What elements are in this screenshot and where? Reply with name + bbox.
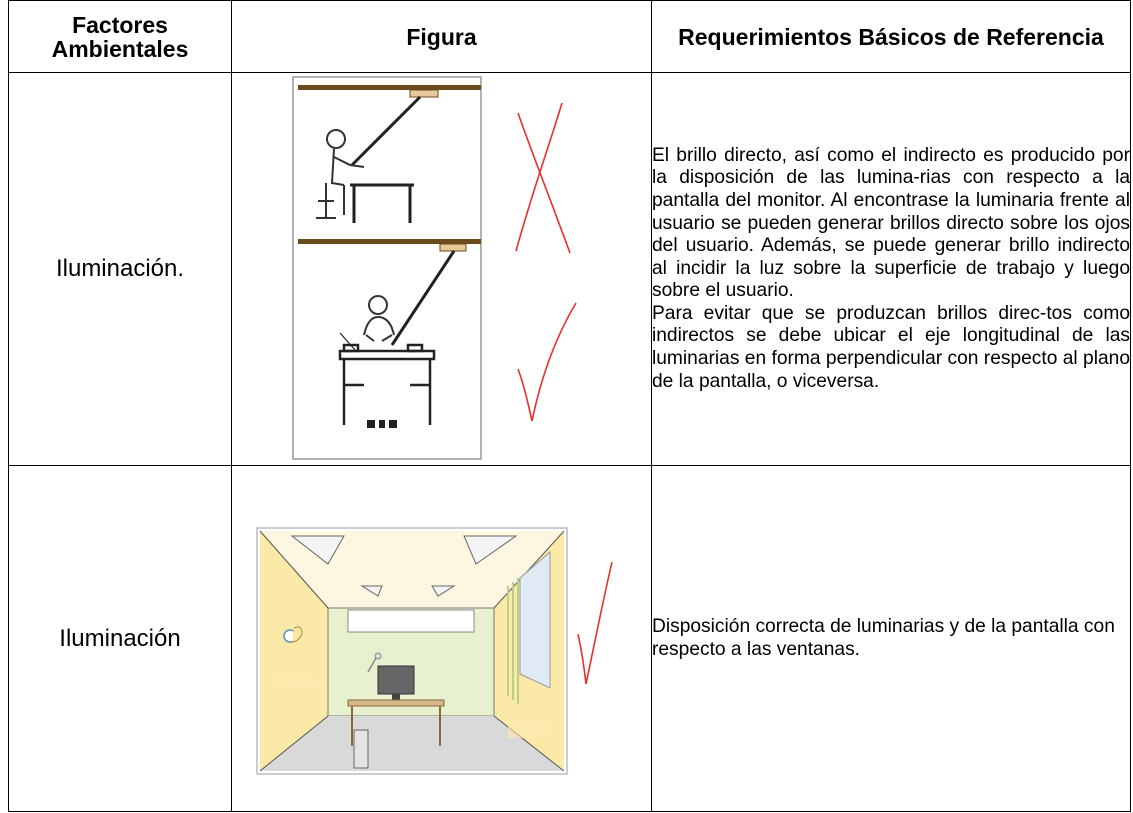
wall-panel bbox=[276, 674, 318, 690]
header-figure: Figura bbox=[231, 0, 652, 73]
requirements-cell: Disposición correcta de luminarias y de … bbox=[651, 465, 1131, 812]
ceiling-luminaire-icon bbox=[290, 535, 518, 597]
figure-cell bbox=[231, 72, 652, 466]
header-factor: Factores Ambientales bbox=[8, 0, 232, 73]
requirements-cell: El brillo directo, así como el indirecto… bbox=[651, 72, 1131, 466]
luminaire-top bbox=[409, 89, 439, 98]
ceiling-bar-bottom bbox=[298, 239, 481, 244]
check-mark-icon bbox=[517, 302, 577, 422]
wall-lamp-icon bbox=[283, 626, 303, 643]
glare-illustration bbox=[292, 76, 577, 460]
factor-cell: Iluminación. bbox=[8, 72, 232, 466]
reflection-arrow bbox=[339, 332, 357, 352]
room-edges bbox=[259, 530, 565, 772]
desk-monitor-icon bbox=[347, 652, 445, 769]
chair-base-icon bbox=[367, 420, 397, 428]
ceiling-bar-top bbox=[298, 85, 481, 90]
table-row: Iluminación bbox=[8, 465, 1131, 812]
light-ray-top bbox=[350, 95, 422, 167]
requirements-paragraph: El brillo directo, así como el indirecto… bbox=[652, 144, 1130, 302]
room-illustration bbox=[256, 527, 613, 775]
table-row: Iluminación. bbox=[8, 72, 1131, 466]
cross-mark-icon bbox=[515, 102, 571, 254]
light-ray-bottom bbox=[390, 250, 456, 346]
factor-cell: Iluminación bbox=[8, 465, 232, 812]
left-wall bbox=[260, 531, 328, 771]
front-person-icon bbox=[363, 295, 395, 342]
header-requirements: Requerimientos Básicos de Referencia bbox=[651, 0, 1131, 73]
desk-front-icon bbox=[338, 343, 436, 425]
check-mark-icon bbox=[577, 561, 613, 685]
figure-frame bbox=[292, 76, 482, 460]
floor bbox=[260, 716, 564, 771]
figure-cell bbox=[231, 465, 652, 812]
wall-panel bbox=[508, 718, 552, 738]
requirements-paragraph: Para evitar que se produzcan brillos dir… bbox=[652, 302, 1130, 392]
side-window bbox=[519, 550, 551, 689]
back-window bbox=[347, 609, 475, 633]
curtain bbox=[507, 578, 519, 704]
desk-top-icon bbox=[350, 183, 414, 223]
header-row: Factores Ambientales Figura Requerimient… bbox=[8, 0, 1131, 73]
seated-person-icon bbox=[316, 129, 365, 219]
luminaire-bottom bbox=[439, 243, 467, 252]
ergonomics-table: Factores Ambientales Figura Requerimient… bbox=[8, 0, 1131, 812]
